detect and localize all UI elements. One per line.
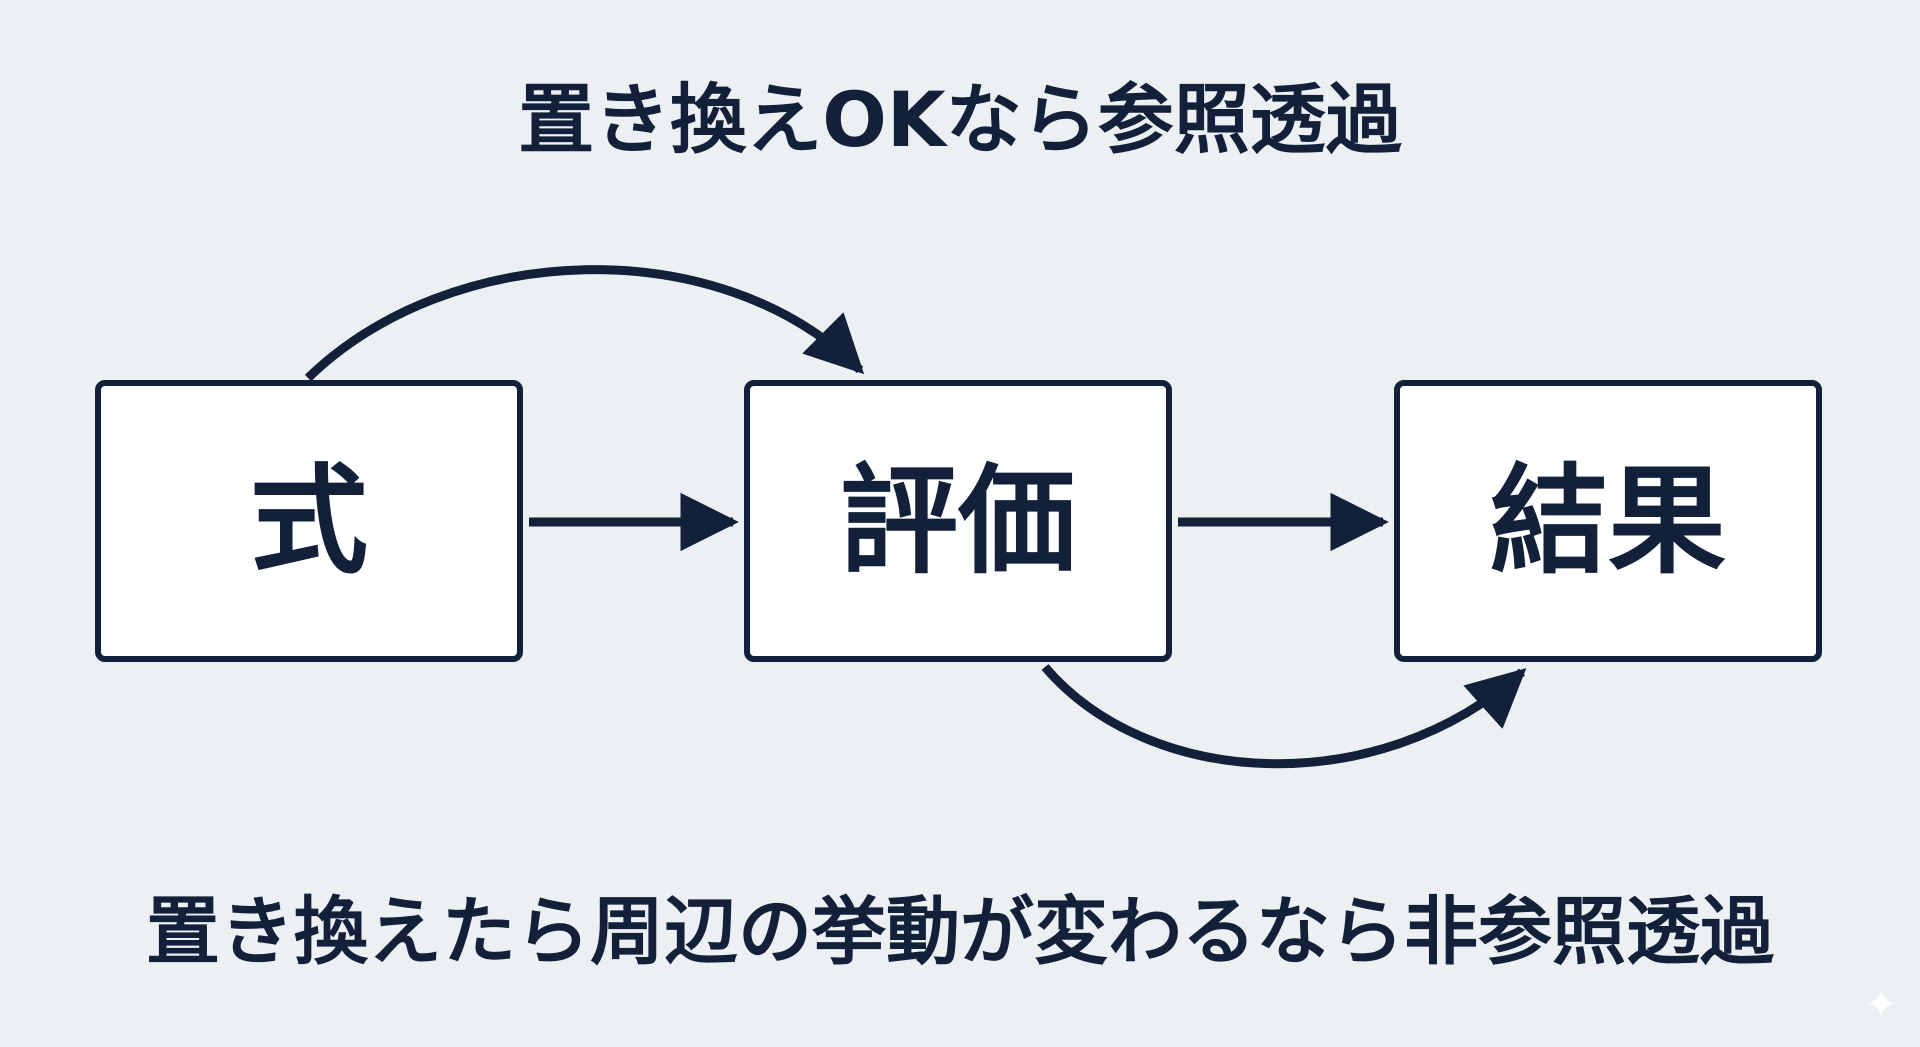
top-caption: 置き換えOKなら参照透過 (518, 75, 1402, 164)
node-expression-label: 式 (249, 452, 368, 590)
node-result: 結果 (1394, 380, 1822, 662)
curved-edge-bottom (1041, 664, 1527, 769)
sparkle-icon: ✦ (1864, 982, 1898, 1028)
node-evaluation-label: 評価 (839, 452, 1076, 590)
node-evaluation: 評価 (744, 380, 1172, 662)
bottom-caption: 置き換えたら周辺の挙動が変わるなら非参照透過 (146, 889, 1774, 975)
curved-edge-top (304, 265, 865, 382)
node-result-label: 結果 (1489, 452, 1726, 590)
node-expression: 式 (95, 380, 523, 662)
